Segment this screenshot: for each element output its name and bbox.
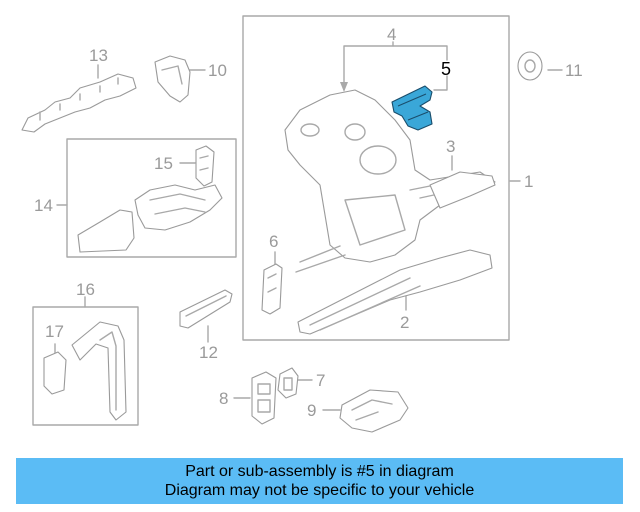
part-10-bracket bbox=[154, 55, 191, 103]
part-8-bracket bbox=[251, 371, 277, 425]
part-5-highlighted-bracket bbox=[391, 85, 433, 131]
callout-15: 15 bbox=[154, 154, 173, 173]
callout-14: 14 bbox=[34, 196, 53, 215]
group-box-14 bbox=[66, 138, 237, 258]
callout-3: 3 bbox=[446, 137, 455, 156]
part-12-bracket bbox=[179, 289, 233, 329]
callout-4: 4 bbox=[387, 25, 396, 44]
part-11-grommet bbox=[517, 51, 543, 81]
part-3-rail bbox=[429, 171, 496, 209]
parts-diagram: 1 2 3 4 5 6 7 8 9 10 11 12 13 14 15 16 1… bbox=[21, 15, 583, 433]
callout-6: 6 bbox=[269, 232, 278, 251]
callout-11: 11 bbox=[565, 61, 583, 80]
callout-10: 10 bbox=[208, 61, 227, 80]
part-6-bracket bbox=[261, 263, 283, 315]
part-9-bracket bbox=[339, 389, 409, 433]
callout-17: 17 bbox=[45, 322, 64, 341]
info-banner: Part or sub-assembly is #5 in diagram Di… bbox=[16, 458, 623, 504]
part-14-assembly bbox=[77, 209, 135, 253]
callout-7: 7 bbox=[316, 371, 325, 390]
banner-line-2: Diagram may not be specific to your vehi… bbox=[164, 482, 475, 499]
part-16-pillar bbox=[71, 321, 127, 421]
part-15-bracket bbox=[195, 145, 215, 187]
callout-1: 1 bbox=[524, 172, 533, 191]
part-17-bracket bbox=[43, 351, 67, 395]
callout-13: 13 bbox=[89, 46, 108, 65]
leader-lines bbox=[54, 64, 563, 411]
part-7-bracket bbox=[277, 367, 299, 399]
part-13-bracket bbox=[21, 73, 137, 133]
callout-4-bracket bbox=[343, 45, 448, 91]
callout-5: 5 bbox=[441, 59, 451, 79]
callout-16: 16 bbox=[76, 280, 95, 299]
group-box-main bbox=[242, 15, 510, 341]
part-2-lower-rail bbox=[297, 249, 493, 335]
callout-8: 8 bbox=[219, 389, 228, 408]
callout-2: 2 bbox=[400, 313, 409, 332]
banner-line-1: Part or sub-assembly is #5 in diagram bbox=[185, 463, 454, 480]
callout-12: 12 bbox=[199, 343, 218, 362]
callout-9: 9 bbox=[307, 401, 316, 420]
